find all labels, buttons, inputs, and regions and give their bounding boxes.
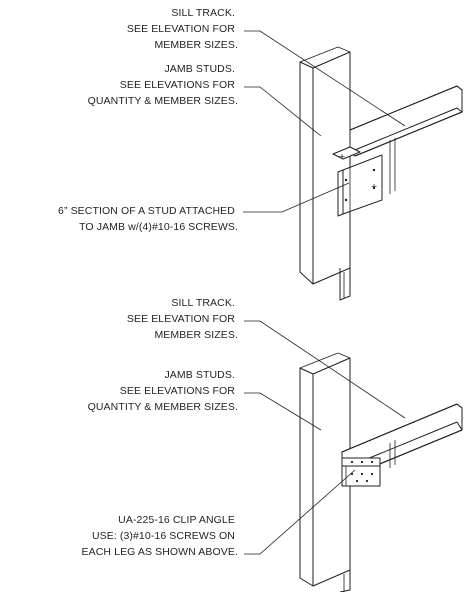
callout-line: MEMBER SIZES.	[154, 39, 238, 51]
leaders-top	[243, 30, 406, 213]
jamb-stud-top	[299, 46, 351, 301]
jamb-stud-bottom	[299, 352, 351, 592]
callout-line: SEE ELEVATIONS FOR	[120, 79, 236, 91]
callout-line: SEE ELEVATION FOR	[127, 313, 235, 325]
clip-angle-bottom	[341, 457, 381, 487]
svg-text:+: +	[339, 151, 345, 163]
callout-line: MEMBER SIZES.	[154, 329, 238, 341]
detail-top: + + SILL TRACK. SEE ELEVATION FOR MEMBER…	[58, 7, 463, 301]
leaders-bottom	[244, 320, 406, 555]
sill-track-top	[332, 85, 463, 194]
callout-line: SEE ELEVATION FOR	[127, 23, 235, 35]
callout-line: QUANTITY & MEMBER SIZES.	[88, 401, 238, 413]
callout-jamb-studs-bottom: JAMB STUDS. SEE ELEVATIONS FOR QUANTITY …	[88, 369, 238, 413]
callout-sill-track-bottom: SILL TRACK. SEE ELEVATION FOR MEMBER SIZ…	[127, 297, 238, 341]
callout-line: 6” SECTION OF A STUD ATTACHED	[58, 205, 235, 217]
sill-track-bottom	[341, 403, 463, 468]
callout-line: TO JAMB w/(4)#10-16 SCREWS.	[79, 221, 238, 233]
callout-line: SEE ELEVATIONS FOR	[120, 385, 236, 397]
callout-line: SILL TRACK.	[171, 7, 235, 19]
callout-sill-track-top: SILL TRACK. SEE ELEVATION FOR MEMBER SIZ…	[127, 7, 238, 51]
callout-line: QUANTITY & MEMBER SIZES.	[88, 95, 238, 107]
callout-line: UA-225-16 CLIP ANGLE	[118, 514, 235, 526]
callout-line: USE: (3)#10-16 SCREWS ON	[92, 530, 235, 542]
stud-section-top: + +	[337, 151, 383, 217]
callout-clip-angle-bottom: UA-225-16 CLIP ANGLE USE: (3)#10-16 SCRE…	[82, 514, 238, 558]
callout-line: SILL TRACK.	[171, 297, 235, 309]
detail-bottom: SILL TRACK. SEE ELEVATION FOR MEMBER SIZ…	[82, 297, 463, 592]
callout-line: JAMB STUDS.	[164, 369, 235, 381]
svg-text:+: +	[371, 181, 377, 193]
callout-line: EACH LEG AS SHOWN ABOVE.	[82, 546, 238, 558]
callout-jamb-studs-top: JAMB STUDS. SEE ELEVATIONS FOR QUANTITY …	[88, 63, 238, 107]
callout-stud-section-top: 6” SECTION OF A STUD ATTACHED TO JAMB w/…	[58, 205, 238, 233]
callout-line: JAMB STUDS.	[164, 63, 235, 75]
